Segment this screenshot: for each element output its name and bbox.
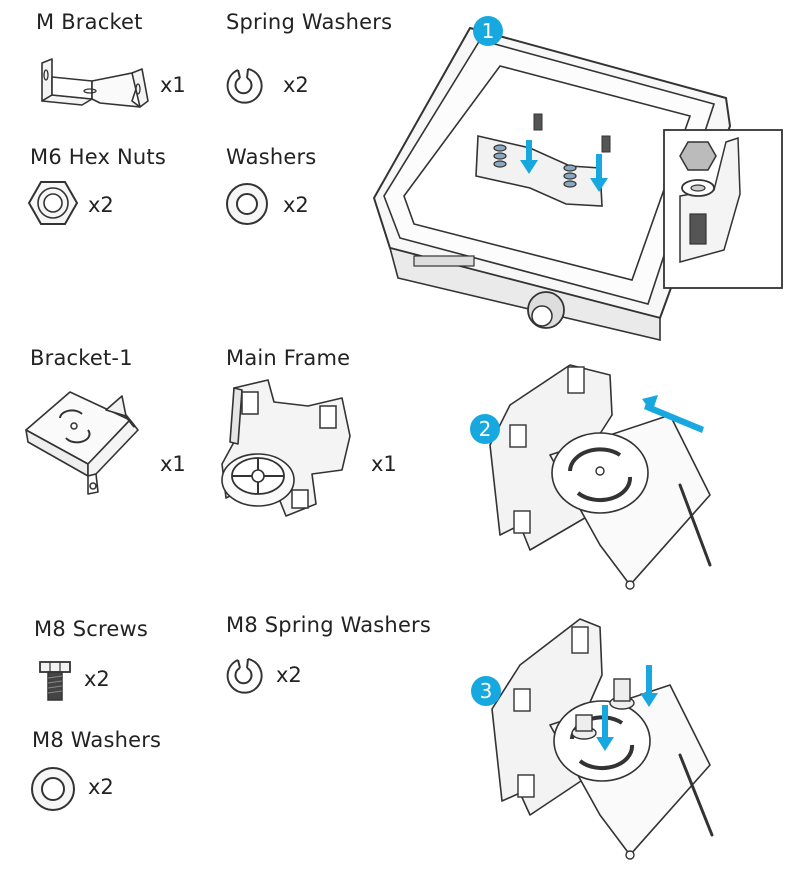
m-bracket-label: M Bracket — [36, 10, 143, 34]
spring-washers-qty: x2 — [283, 73, 309, 97]
m6-hex-nuts-label: M6 Hex Nuts — [30, 145, 166, 169]
m-bracket-icon — [41, 58, 149, 108]
step-2-badge: 2 — [470, 414, 500, 444]
main-frame-icon — [221, 379, 351, 517]
m8-screw-icon — [39, 661, 71, 701]
bracket-1-qty: x1 — [160, 452, 186, 476]
m8-washers-qty: x2 — [88, 775, 114, 799]
m8-washers-label: M8 Washers — [32, 728, 162, 752]
bracket-1-icon — [25, 391, 139, 495]
m8-screws-label: M8 Screws — [34, 617, 149, 641]
m-bracket-qty: x1 — [160, 73, 186, 97]
m8-spring-washers-label: M8 Spring Washers — [226, 613, 432, 637]
spring-washers-label: Spring Washers — [226, 10, 393, 34]
bracket-1-label: Bracket-1 — [30, 346, 133, 370]
main-frame-qty: x1 — [371, 452, 397, 476]
step-3-badge: 3 — [471, 676, 501, 706]
m6-hex-nuts-qty: x2 — [88, 193, 114, 217]
washers-qty: x2 — [283, 193, 309, 217]
step-3-illustration — [491, 618, 714, 860]
m8-spring-washers-qty: x2 — [276, 663, 302, 687]
hex-nut-icon — [27, 181, 79, 225]
washers-label: Washers — [226, 145, 317, 169]
washer-icon — [226, 183, 268, 225]
step-1-badge: 1 — [473, 16, 503, 46]
step-2-illustration — [489, 364, 712, 590]
washer-icon — [31, 767, 75, 811]
step-1-illustration — [373, 27, 783, 342]
spring-washer-icon — [226, 68, 263, 104]
main-frame-label: Main Frame — [226, 346, 351, 370]
m8-screws-qty: x2 — [84, 667, 110, 691]
spring-washer-icon — [226, 658, 263, 694]
